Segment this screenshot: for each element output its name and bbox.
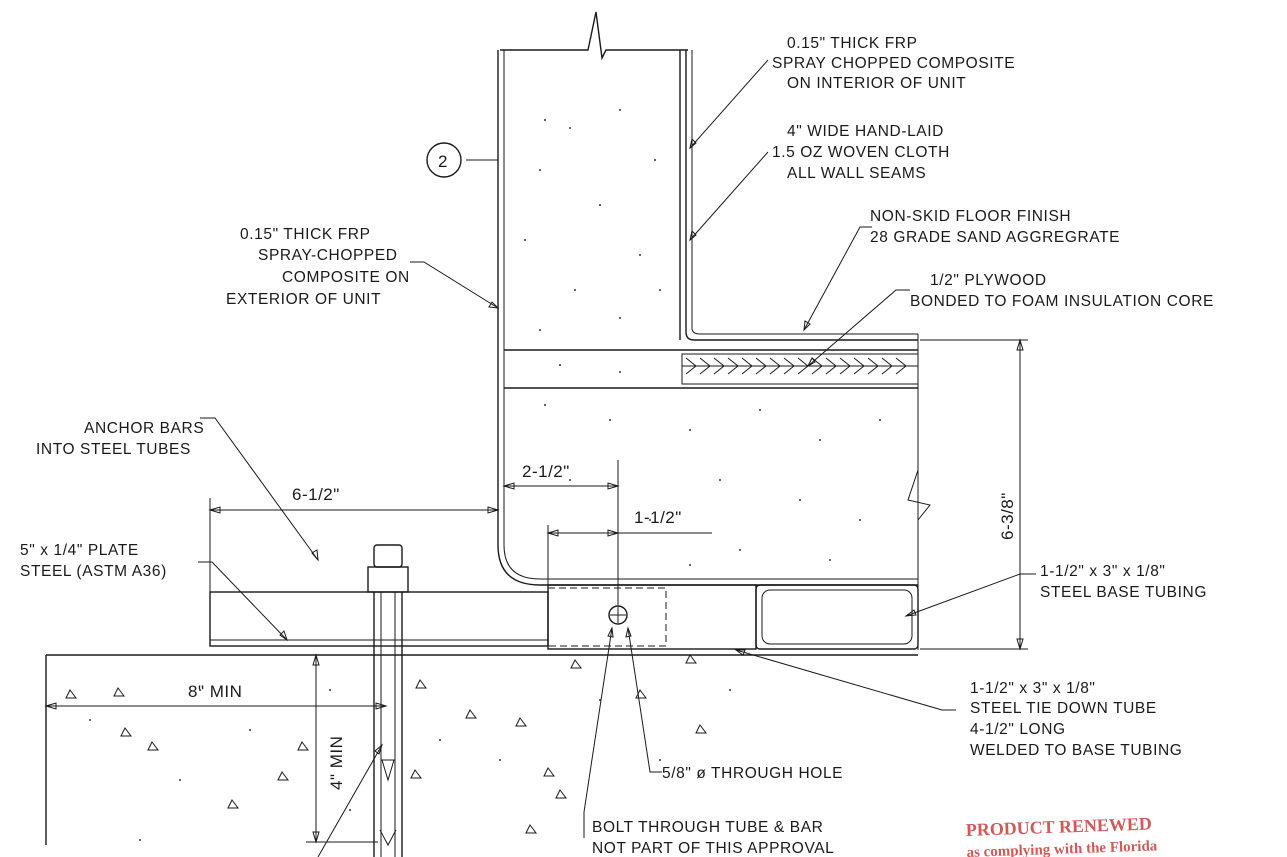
svg-text:PRODUCT RENEWED: PRODUCT RENEWED (965, 813, 1152, 839)
svg-text:1/2" PLYWOOD: 1/2" PLYWOOD (930, 272, 1047, 289)
dim-2-1-2: 2-1/2" (522, 462, 570, 481)
callout-frp-exterior: 0.15" THICK FRP SPRAY-CHOPPED COMPOSITE … (226, 226, 410, 308)
svg-text:STEEL (ASTM A36): STEEL (ASTM A36) (20, 563, 167, 580)
svg-text:INTO STEEL TUBES: INTO STEEL TUBES (36, 441, 191, 458)
callout-base-tubing: 1-1/2" x 3" x 1/8" STEEL BASE TUBING (1040, 563, 1207, 601)
wall-panel (497, 11, 931, 650)
dimensions: 6-1/2" 2-1/2" 1-1/2" 6-3/8" 8" MIN 4" MI… (44, 338, 1028, 844)
callout-plywood: 1/2" PLYWOOD BONDED TO FOAM INSULATION C… (910, 272, 1214, 310)
svg-text:NOT PART OF THIS APPROVAL: NOT PART OF THIS APPROVAL (592, 840, 834, 857)
break-line (500, 11, 688, 61)
svg-text:as complying with the Florida: as complying with the Florida (966, 838, 1158, 857)
exterior-skin (497, 50, 918, 586)
svg-text:5" x 1/4" PLATE: 5" x 1/4" PLATE (20, 542, 139, 559)
svg-text:COMPOSITE ON: COMPOSITE ON (282, 269, 410, 286)
svg-text:28 GRADE SAND AGGREGRATE: 28 GRADE SAND AGGREGRATE (870, 229, 1120, 246)
svg-text:4" WIDE HAND-LAID: 4" WIDE HAND-LAID (787, 123, 944, 140)
callout-anchor-bars: ANCHOR BARS INTO STEEL TUBES (36, 420, 204, 458)
callout-bolt: BOLT THROUGH TUBE & BAR NOT PART OF THIS… (592, 819, 834, 857)
product-renewed-stamp: PRODUCT RENEWED as complying with the Fl… (965, 813, 1158, 857)
svg-text:4-1/2" LONG: 4-1/2" LONG (970, 721, 1066, 738)
dim-1-1-2: 1-1/2" (634, 508, 682, 527)
svg-text:0.15" THICK FRP: 0.15" THICK FRP (787, 35, 918, 52)
detail-tag: 2 (426, 142, 462, 178)
plate-steel (209, 591, 549, 647)
svg-text:2: 2 (438, 152, 448, 171)
callout-plate-steel: 5" x 1/4" PLATE STEEL (ASTM A36) (20, 542, 167, 580)
svg-text:ALL WALL SEAMS: ALL WALL SEAMS (787, 165, 926, 182)
svg-text:ANCHOR BARS: ANCHOR BARS (84, 420, 204, 437)
svg-text:1-1/2" x 3" x 1/8": 1-1/2" x 3" x 1/8" (1040, 563, 1166, 580)
leaders (198, 59, 1036, 857)
concrete-slab (45, 654, 918, 845)
dim-6-3-8: 6-3/8" (998, 492, 1017, 540)
svg-text:STEEL TIE DOWN TUBE: STEEL TIE DOWN TUBE (970, 700, 1157, 717)
tie-down-tube (547, 587, 667, 647)
svg-text:NON-SKID FLOOR FINISH: NON-SKID FLOOR FINISH (870, 208, 1071, 225)
svg-text:STEEL BASE TUBING: STEEL BASE TUBING (1040, 584, 1207, 601)
svg-text:ON INTERIOR OF UNIT: ON INTERIOR OF UNIT (787, 75, 966, 92)
svg-text:WELDED TO BASE TUBING: WELDED TO BASE TUBING (970, 742, 1182, 759)
dim-8-min: 8" MIN (188, 682, 242, 701)
callout-through-hole: 5/8" ø THROUGH HOLE (662, 765, 843, 782)
svg-text:1.5 OZ WOVEN CLOTH: 1.5 OZ WOVEN CLOTH (772, 144, 950, 161)
base-assembly (209, 460, 919, 650)
through-hole-marker (608, 605, 628, 625)
svg-text:1-1/2" x 3" x 1/8": 1-1/2" x 3" x 1/8" (970, 680, 1096, 697)
svg-text:BONDED TO FOAM INSULATION CORE: BONDED TO FOAM INSULATION CORE (910, 293, 1214, 310)
svg-text:EXTERIOR OF UNIT: EXTERIOR OF UNIT (226, 291, 381, 308)
dim-6-1-2: 6-1/2" (292, 485, 340, 504)
callout-frp-interior: 0.15" THICK FRP SPRAY CHOPPED COMPOSITE … (772, 35, 1015, 92)
svg-text:0.15" THICK FRP: 0.15" THICK FRP (240, 226, 371, 243)
anchor-bolt (367, 544, 409, 857)
callout-tie-down: 1-1/2" x 3" x 1/8" STEEL TIE DOWN TUBE 4… (970, 680, 1182, 759)
callout-hand-laid: 4" WIDE HAND-LAID 1.5 OZ WOVEN CLOTH ALL… (772, 123, 950, 182)
svg-text:SPRAY-CHOPPED: SPRAY-CHOPPED (258, 247, 398, 264)
svg-text:BOLT THROUGH TUBE & BAR: BOLT THROUGH TUBE & BAR (592, 819, 823, 836)
base-tubing (755, 584, 919, 650)
dim-4-min: 4" MIN (327, 736, 346, 790)
interior-skin (685, 50, 918, 341)
foam-texture (524, 109, 881, 566)
svg-text:SPRAY CHOPPED COMPOSITE: SPRAY CHOPPED COMPOSITE (772, 55, 1015, 72)
callout-non-skid: NON-SKID FLOOR FINISH 28 GRADE SAND AGGR… (870, 208, 1120, 246)
plywood-hatch (681, 353, 919, 385)
